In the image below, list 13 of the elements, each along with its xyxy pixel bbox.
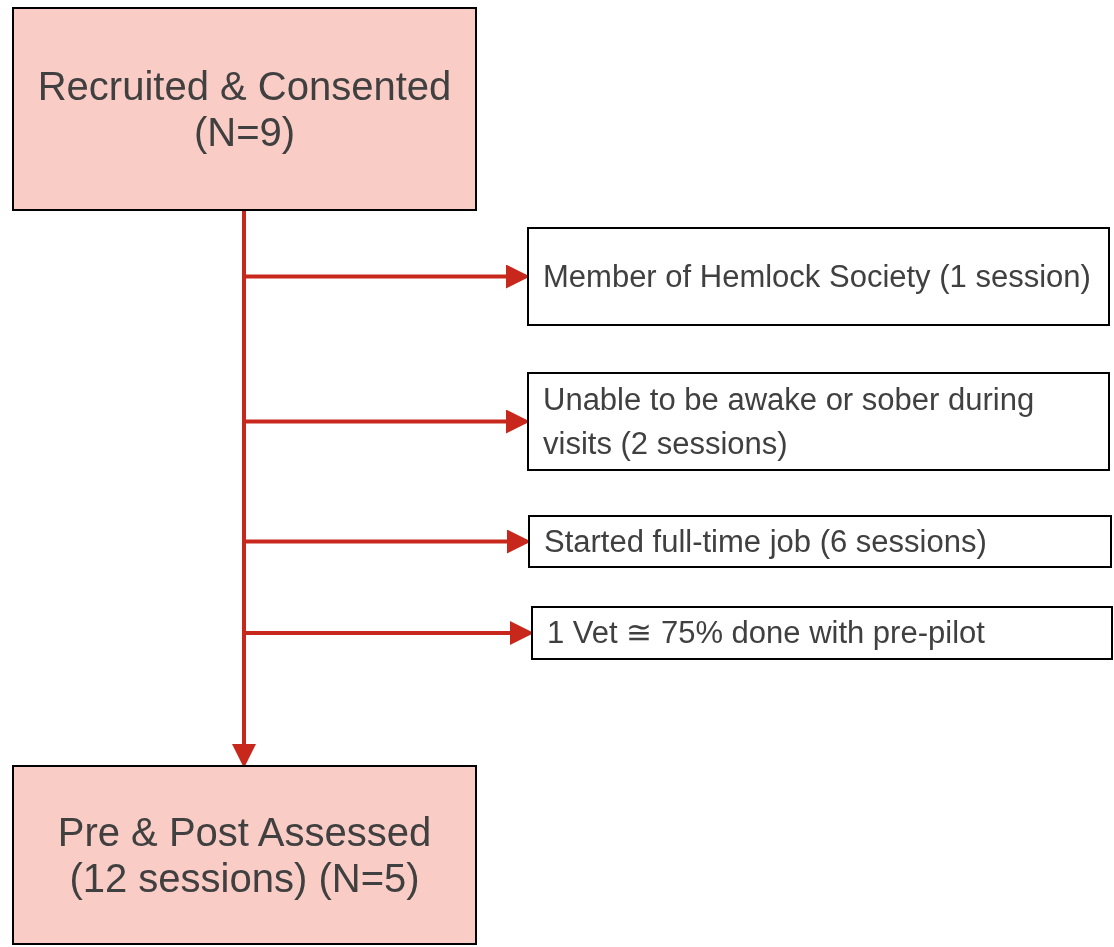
box-label: 1 Vet ≅ 75% done with pre-pilot <box>547 614 986 652</box>
box-label: Started full-time job (6 sessions) <box>544 522 988 561</box>
exclusion-box <box>531 606 1113 660</box>
box-label: Unable to be awake or sober during visits (2 sessions) <box>543 380 1036 463</box>
exclusion-box <box>527 372 1110 471</box>
stage-box <box>12 7 477 211</box>
stage-box <box>12 765 477 945</box>
exclusion-box <box>527 227 1110 326</box>
box-label: Pre & Post Assessed (12 sessions) (N=5) <box>56 809 433 901</box>
box-label: Member of Hemlock Society (1 session) <box>543 257 1092 296</box>
box-label: Recruited & Consented (N=9) <box>36 63 453 155</box>
exclusion-box <box>528 515 1112 568</box>
arrow <box>232 211 256 768</box>
